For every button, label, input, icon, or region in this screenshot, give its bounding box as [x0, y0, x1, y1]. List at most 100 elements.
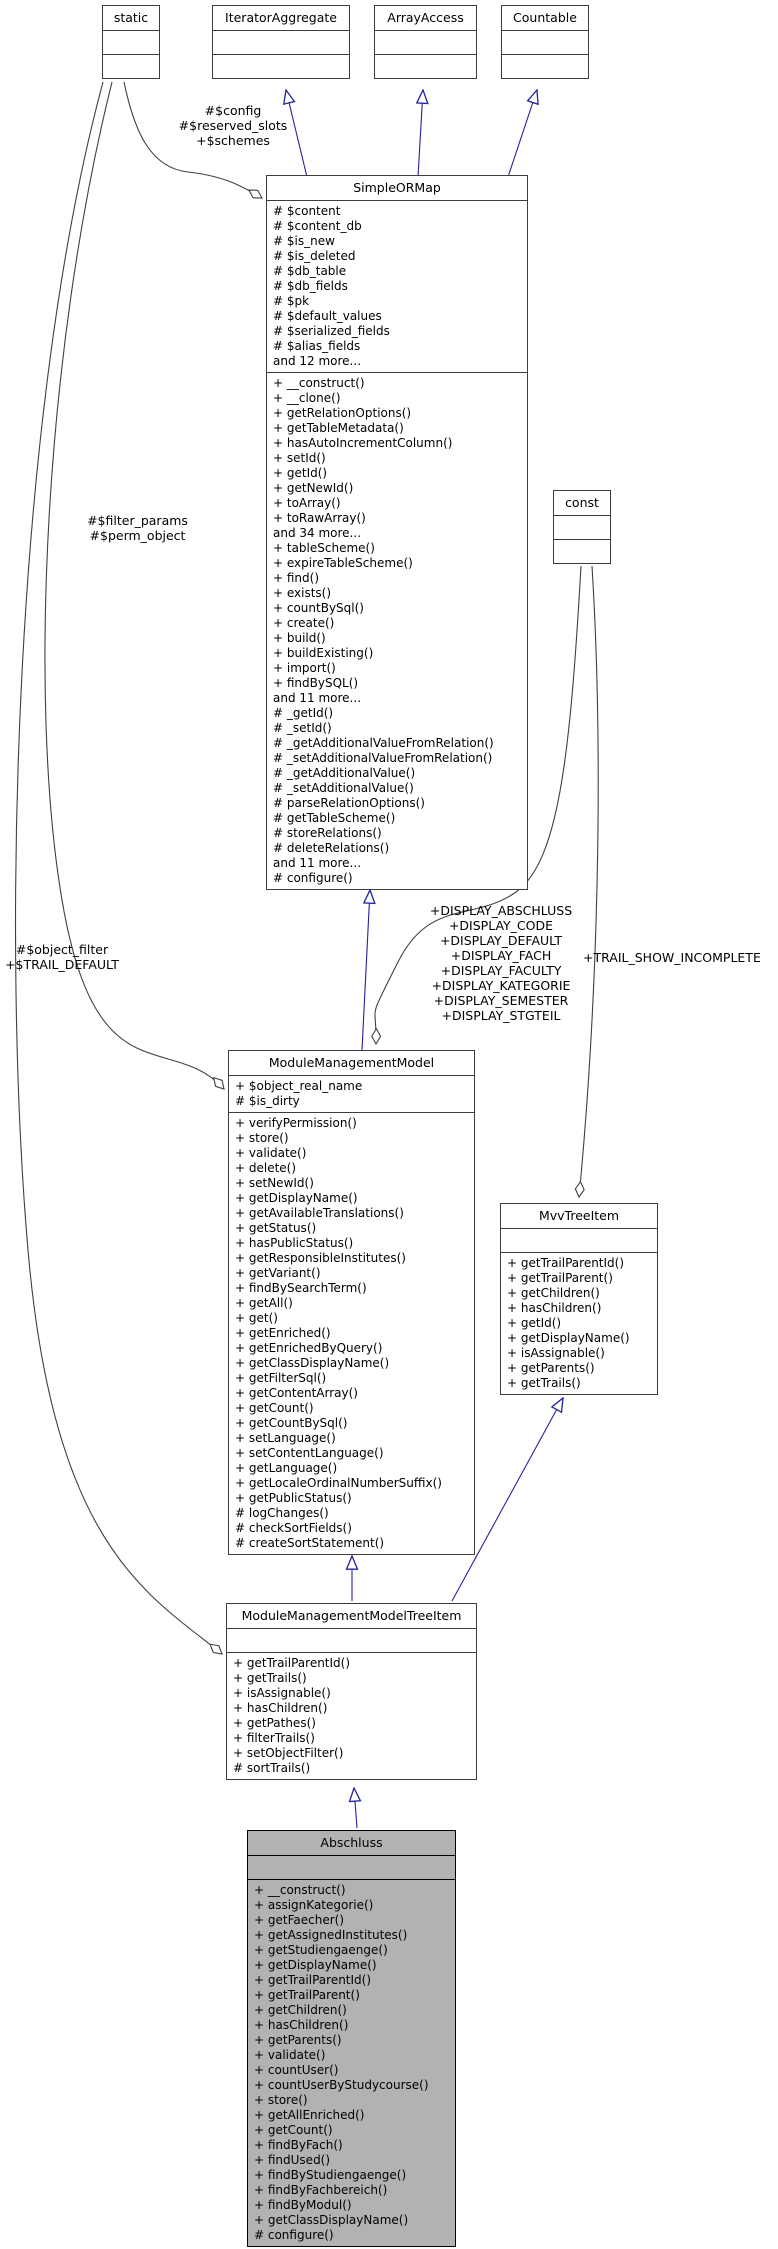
methods-compartment: + __construct()+ __clone()+ getRelationO…	[267, 372, 527, 889]
member-line: # $db_fields	[273, 279, 348, 293]
member-line: + getAvailableTranslations()	[235, 1206, 404, 1220]
member-line: + __clone()	[273, 391, 341, 405]
member-line: + setNewId()	[235, 1176, 314, 1190]
member-line: + buildExisting()	[273, 646, 374, 660]
member-line: # parseRelationOptions()	[273, 796, 425, 810]
member-line: + getVariant()	[235, 1266, 321, 1280]
fields-compartment	[501, 1228, 657, 1252]
member-line: + hasChildren()	[507, 1301, 602, 1315]
member-line: # _setAdditionalValue()	[273, 781, 414, 795]
member-line: + expireTableScheme()	[273, 556, 413, 570]
member-line: + getLocaleOrdinalNumberSuffix()	[235, 1476, 442, 1490]
member-line: + getTableMetadata()	[273, 421, 404, 435]
aggregation-edge-const-mvvtreeitem	[574, 565, 599, 1199]
member-line: + hasPublicStatus()	[235, 1236, 354, 1250]
edge-label-const-mvvtreeitem: +TRAIL_SHOW_INCOMPLETE	[583, 950, 761, 965]
member-line: # $serialized_fields	[273, 324, 390, 338]
member-line: + exists()	[273, 586, 332, 600]
member-line: + store()	[235, 1131, 289, 1145]
member-line: and 12 more...	[273, 354, 362, 368]
member-line: + build()	[273, 631, 326, 645]
member-line: + getRelationOptions()	[273, 406, 412, 420]
methods-compartment	[554, 539, 610, 563]
class-simpleormap[interactable]: SimpleORMap # $content# $content_db# $is…	[266, 175, 528, 890]
aggregation-edge-static-treeitem	[15, 81, 223, 1655]
member-line: + getDisplayName()	[254, 1958, 377, 1972]
fields-compartment	[248, 1855, 455, 1879]
member-line: + findByModul()	[254, 2198, 352, 2212]
class-modulemanagementmodel[interactable]: ModuleManagementModel + $object_real_nam…	[228, 1050, 475, 1555]
member-line: + getClassDisplayName()	[254, 2213, 409, 2227]
member-line: + getTrailParentId()	[254, 1973, 372, 1987]
class-abschluss[interactable]: Abschluss + __construct()+ assignKategor…	[247, 1830, 456, 2247]
member-line: # _getAdditionalValueFromRelation()	[273, 736, 494, 750]
inheritance-edge-treeitem-mvvtreeitem	[451, 1398, 563, 1602]
member-line: + filterTrails()	[233, 1731, 315, 1745]
member-line: + store()	[254, 2093, 308, 2107]
class-modulemanagementmodeltreeitem[interactable]: ModuleManagementModelTreeItem + getTrail…	[226, 1603, 477, 1780]
member-line: + getClassDisplayName()	[235, 1356, 390, 1370]
class-static[interactable]: static	[102, 5, 160, 79]
member-line: + find()	[273, 571, 320, 585]
class-arrayaccess[interactable]: ArrayAccess	[374, 5, 477, 79]
member-line: + findBySearchTerm()	[235, 1281, 367, 1295]
member-line: and 11 more...	[273, 691, 362, 705]
class-const[interactable]: const	[553, 490, 611, 564]
member-line: + validate()	[235, 1146, 307, 1160]
fields-compartment	[227, 1628, 476, 1652]
inheritance-edge-abschluss-treeitem	[354, 1788, 357, 1829]
member-line: + getChildren()	[254, 2003, 347, 2017]
member-line: + getChildren()	[507, 1286, 600, 1300]
member-line: # _setAdditionalValueFromRelation()	[273, 751, 493, 765]
member-line: # storeRelations()	[273, 826, 382, 840]
edge-label-static-simpleormap: #$config #$reserved_slots +$schemes	[178, 103, 288, 148]
member-line: + getDisplayName()	[235, 1191, 358, 1205]
methods-compartment: + getTrailParentId()+ getTrailParent()+ …	[501, 1252, 657, 1394]
class-countable[interactable]: Countable	[501, 5, 589, 79]
fields-compartment	[554, 515, 610, 539]
aggregation-edge-const-modulemanagementmodel	[371, 565, 582, 1046]
member-line: # deleteRelations()	[273, 841, 390, 855]
member-line: + __construct()	[254, 1883, 346, 1897]
member-line: # createSortStatement()	[235, 1536, 385, 1550]
edge-label-static-treeitem: #$object_filter +$TRAIL_DEFAULT	[5, 942, 119, 972]
member-line: + getPathes()	[233, 1716, 316, 1730]
class-iteratoraggregate[interactable]: IteratorAggregate	[212, 5, 350, 79]
member-line: # configure()	[254, 2228, 334, 2242]
fields-compartment	[103, 30, 159, 54]
member-line: + setObjectFilter()	[233, 1746, 344, 1760]
member-line: + getParents()	[254, 2033, 342, 2047]
class-title: Countable	[513, 10, 577, 25]
member-line: + getContentArray()	[235, 1386, 358, 1400]
member-line: + findByStudiengaenge()	[254, 2168, 407, 2182]
member-line: + setId()	[273, 451, 326, 465]
member-line: + getTrails()	[507, 1376, 581, 1390]
member-line: + isAssignable()	[233, 1686, 331, 1700]
member-line: + getParents()	[507, 1361, 595, 1375]
member-line: + toArray()	[273, 496, 341, 510]
member-line: + verifyPermission()	[235, 1116, 357, 1130]
methods-compartment: + verifyPermission()+ store()+ validate(…	[229, 1112, 474, 1554]
member-line: + isAssignable()	[507, 1346, 605, 1360]
member-line: + getTrailParentId()	[233, 1656, 351, 1670]
member-line: + getEnriched()	[235, 1326, 331, 1340]
member-line: + getAll()	[235, 1296, 293, 1310]
member-line: + toRawArray()	[273, 511, 366, 525]
methods-compartment	[375, 54, 476, 78]
member-line: # getTableScheme()	[273, 811, 396, 825]
member-line: and 11 more...	[273, 856, 362, 870]
member-line: # $is_deleted	[273, 249, 356, 263]
class-title: ModuleManagementModelTreeItem	[241, 1608, 462, 1623]
member-line: + getTrailParent()	[507, 1271, 613, 1285]
member-line: + getDisplayName()	[507, 1331, 630, 1345]
fields-compartment	[213, 30, 349, 54]
member-line: + assignKategorie()	[254, 1898, 374, 1912]
member-line: # _setId()	[273, 721, 332, 735]
class-mvvtreeitem[interactable]: MvvTreeItem + getTrailParentId()+ getTra…	[500, 1203, 658, 1395]
member-line: # checkSortFields()	[235, 1521, 352, 1535]
member-line: + setLanguage()	[235, 1431, 336, 1445]
fields-compartment	[502, 30, 588, 54]
edge-label-const-modulemanagementmodel: +DISPLAY_ABSCHLUSS +DISPLAY_CODE +DISPLA…	[429, 903, 573, 1023]
member-line: # configure()	[273, 871, 353, 885]
member-line: + hasChildren()	[254, 2018, 349, 2032]
